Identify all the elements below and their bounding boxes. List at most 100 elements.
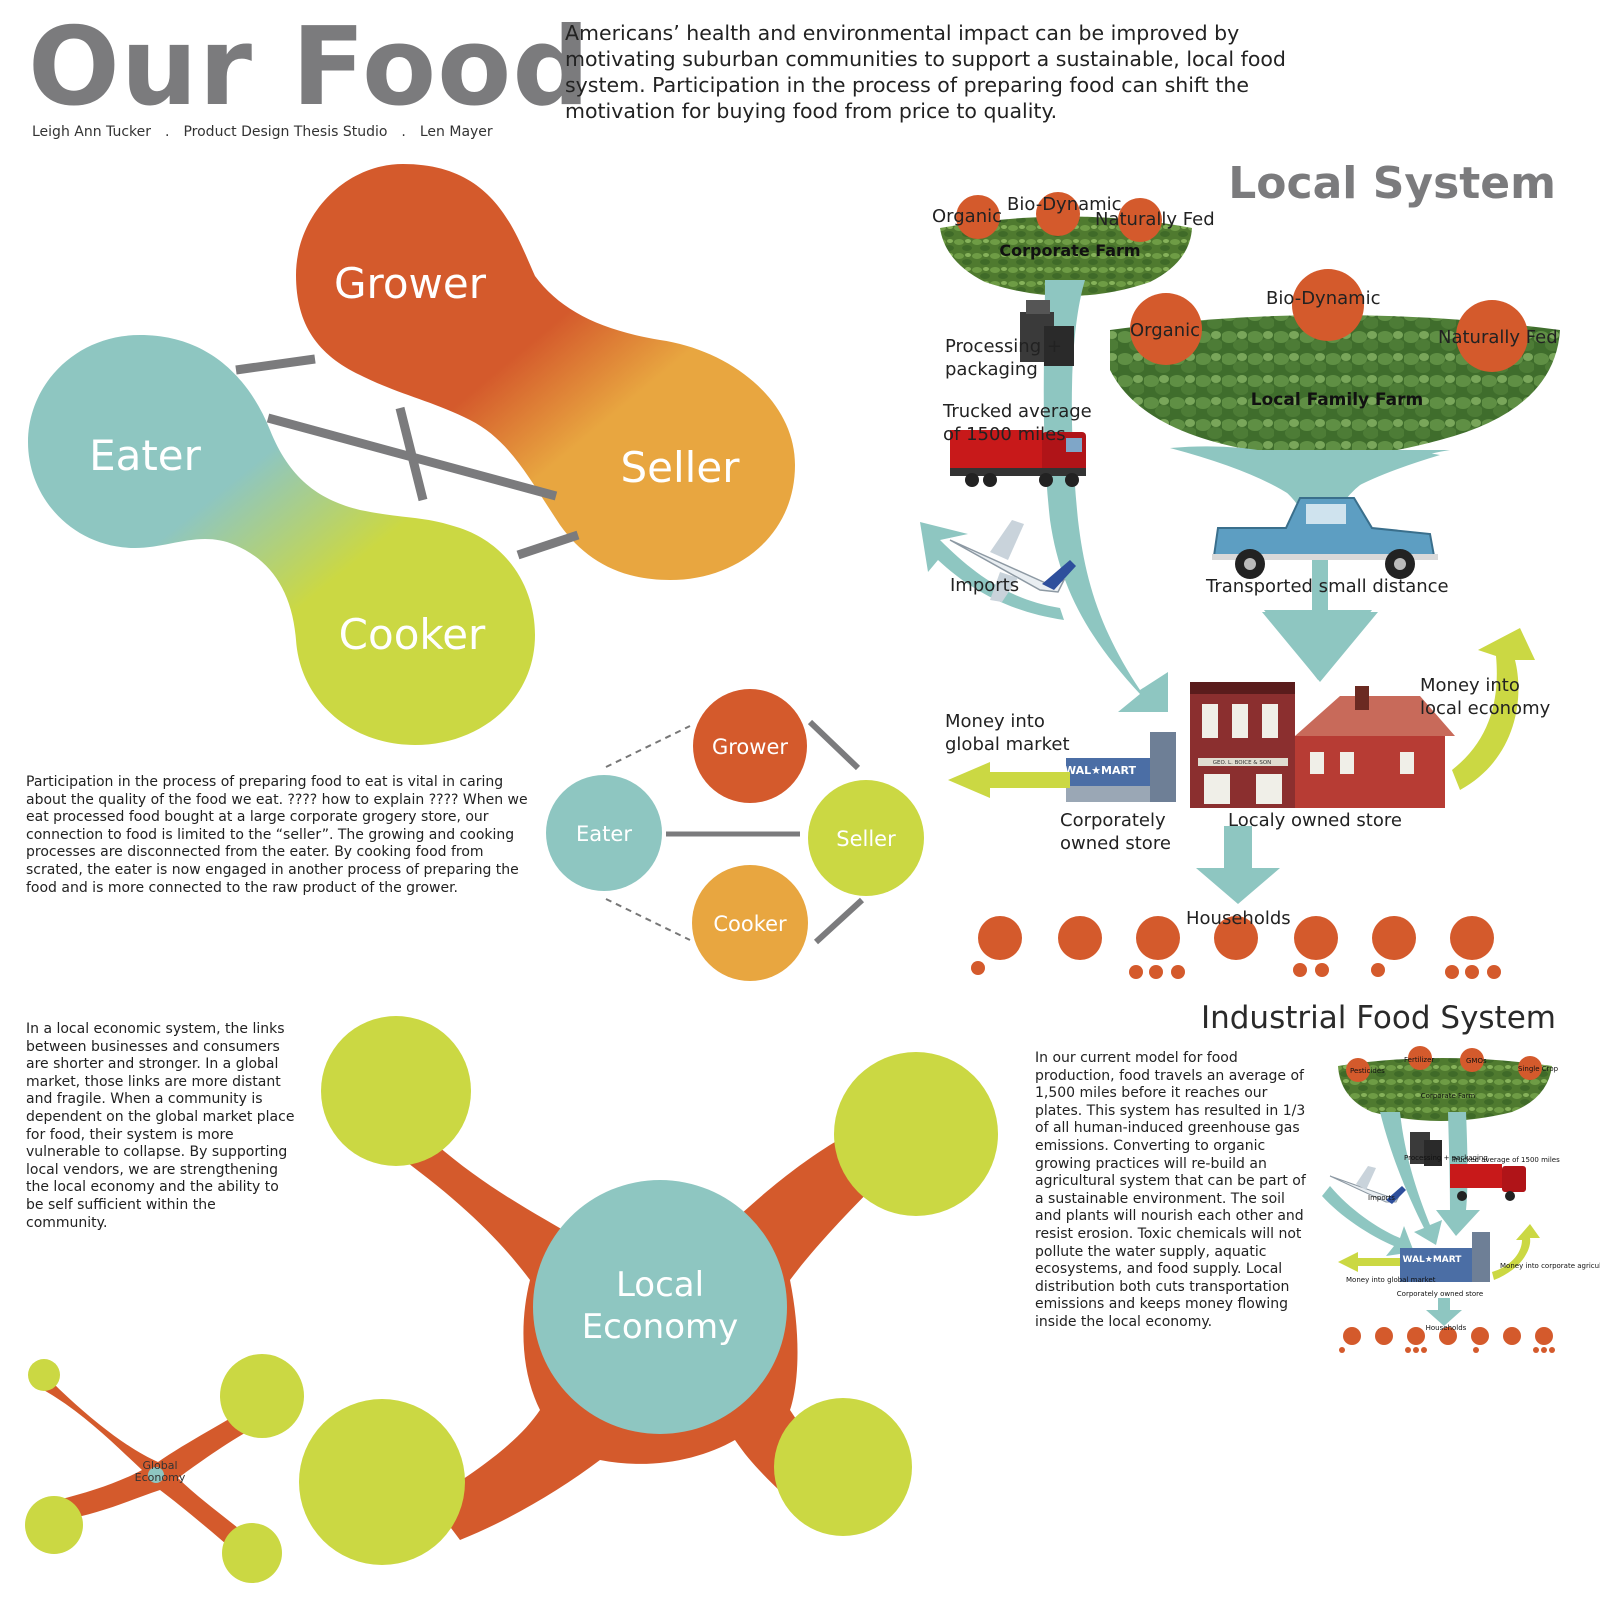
separator: . <box>401 124 406 140</box>
industrial-farm-field <box>1338 1058 1552 1121</box>
industrial-imports-label: Imports <box>1368 1194 1395 1202</box>
industrial-flow-arrow <box>1380 1112 1442 1245</box>
imports-arrow <box>920 522 1064 620</box>
airplane-icon <box>949 520 1076 602</box>
local-economy-label-1: Local <box>616 1265 704 1305</box>
corp-naturally-fed-label: Naturally Fed <box>1095 209 1215 230</box>
connector-line <box>395 406 428 502</box>
organic-circle <box>956 195 1000 239</box>
economy-paragraph: In a local economic system, the links be… <box>26 1021 295 1231</box>
corp-organic-label: Organic <box>932 206 1002 227</box>
studio-name: Product Design Thesis Studio <box>183 124 388 140</box>
gmos-label: GMOs <box>1466 1057 1487 1065</box>
single-crop-label: Single Crop <box>1518 1065 1559 1073</box>
local-system-diagram: Organic Bio-Dynamic Naturally Fed Corpor… <box>920 192 1560 979</box>
grower-seller-blob <box>296 164 795 580</box>
households-arrow <box>1196 826 1280 904</box>
global-economy-label-2: Economy <box>135 1471 186 1484</box>
connector-line <box>235 354 316 375</box>
family-farm-field <box>1110 315 1560 458</box>
lime-node <box>299 1399 465 1565</box>
thesis-statement: Americans’ health and environmental impa… <box>565 21 1286 123</box>
author-name: Leigh Ann Tucker <box>32 124 152 140</box>
industrial-processing-label: Processing + packaging <box>1404 1154 1488 1162</box>
single-crop-circle <box>1518 1056 1542 1080</box>
gmos-circle <box>1460 1048 1484 1072</box>
corp-store-label-1: Corporately <box>1060 810 1166 831</box>
industrial-paragraph: In our current model for food production… <box>1035 1050 1306 1330</box>
industrial-system-diagram: Pesticides Fertilizer GMOs Single Crop C… <box>1322 1046 1600 1353</box>
industrial-money-corp-arrow <box>1492 1224 1540 1280</box>
lime-node <box>220 1354 304 1438</box>
global-economy-label-1: Global <box>142 1459 177 1472</box>
small-cooker-circle <box>692 865 808 981</box>
money-local-label-1: Money into <box>1420 675 1520 696</box>
local-store-label: Localy owned store <box>1228 810 1402 831</box>
corporate-farm-label: Corporate Farm <box>999 241 1140 260</box>
connector-line <box>813 897 865 945</box>
family-farm-label: Local Family Farm <box>1251 390 1423 410</box>
industrial-trucked-label: Trucked average of 1500 miles <box>1451 1156 1560 1164</box>
local-flow-funnel-body <box>1180 450 1450 682</box>
global-economy-center <box>148 1467 164 1483</box>
dashed-link <box>605 898 691 941</box>
lime-node <box>25 1496 83 1554</box>
pickup-truck-icon <box>1212 497 1438 579</box>
credits: Leigh Ann Tucker. Product Design Thesis S… <box>32 124 493 140</box>
industrial-money-global-arrow <box>1338 1252 1400 1272</box>
small-cooker-label: Cooker <box>713 912 787 936</box>
walmart-sign: WAL★MART <box>1064 764 1136 777</box>
family-naturally-fed-label: Naturally Fed <box>1438 327 1558 348</box>
pesticides-circle <box>1346 1058 1370 1082</box>
industrial-households-arrow <box>1426 1298 1462 1326</box>
connector-line <box>516 530 580 560</box>
eater-label: Eater <box>89 431 202 480</box>
industrial-truck-icon <box>1450 1164 1526 1201</box>
transported-label: Transported small distance <box>1205 576 1449 597</box>
lime-node <box>28 1359 60 1391</box>
local-economy-center <box>533 1180 787 1434</box>
connector-line <box>807 719 861 771</box>
corp-biodynamic-label: Bio-Dynamic <box>1007 194 1122 215</box>
money-global-label-1: Money into <box>945 711 1045 732</box>
industrial-households-dots <box>1339 1327 1555 1353</box>
biodynamic-circle <box>1036 192 1080 236</box>
family-organic-circle <box>1130 293 1202 365</box>
separator: . <box>165 124 170 140</box>
corp-store-label-2: owned store <box>1060 833 1171 854</box>
pesticides-label: Pesticides <box>1350 1067 1385 1075</box>
industrial-store-label: Corporately owned store <box>1397 1290 1483 1298</box>
walmart-store-icon: WAL★MART <box>1064 732 1176 802</box>
lime-node <box>321 1016 471 1166</box>
money-global-arrow <box>948 762 1070 798</box>
industrial-processing-icon <box>1410 1132 1442 1166</box>
money-local-arrow <box>1452 628 1535 790</box>
advisor-name: Len Mayer <box>419 124 493 140</box>
local-system-title: Local System <box>1228 158 1556 209</box>
corporate-flow-arrow <box>1043 280 1168 712</box>
industrial-flow-arrow <box>1322 1186 1414 1256</box>
industrial-system-title: Industrial Food System <box>1200 1000 1556 1036</box>
imports-label: Imports <box>950 575 1019 596</box>
lime-node <box>222 1523 282 1583</box>
money-global-label-2: global market <box>945 734 1070 755</box>
dashed-link <box>605 725 691 768</box>
family-biodynamic-circle <box>1292 269 1364 341</box>
small-eater-label: Eater <box>576 822 632 846</box>
local-store-sign: GEO. L. BOICE & SON <box>1213 760 1272 766</box>
roles-diagram: Grower Eater Seller Cooker <box>28 164 795 745</box>
processing-label-1: Processing + <box>945 336 1062 357</box>
family-organic-label: Organic <box>1130 320 1200 341</box>
small-seller-label: Seller <box>836 827 896 851</box>
fertilizer-label: Fertilizer <box>1404 1056 1434 1064</box>
processing-label-2: packaging <box>945 359 1038 380</box>
lime-node <box>774 1398 912 1536</box>
cooker-label: Cooker <box>339 610 486 659</box>
small-grower-circle <box>693 689 807 803</box>
local-economy-label-2: Economy <box>582 1307 739 1347</box>
semi-truck-icon <box>950 430 1086 487</box>
money-local-label-2: local economy <box>1420 698 1551 719</box>
industrial-airplane-icon <box>1329 1166 1406 1204</box>
trucked-label-1: Trucked average <box>942 401 1092 422</box>
